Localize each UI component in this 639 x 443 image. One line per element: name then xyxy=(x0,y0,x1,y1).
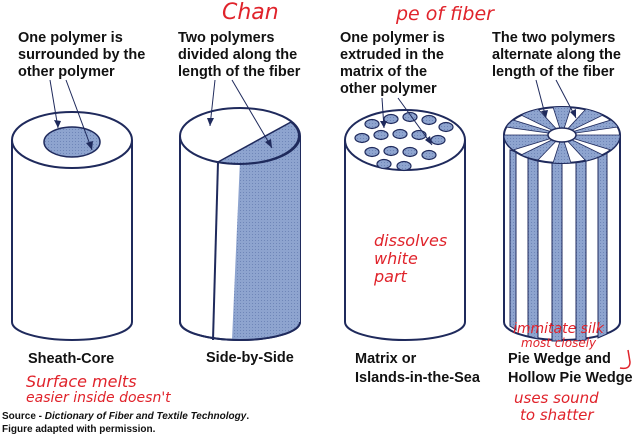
handwritten-surface-melts: Surface melts easier inside doesn't xyxy=(26,372,171,406)
side-by-side-cylinder xyxy=(179,79,301,341)
desc-pie-wedge: The two polymers alternate along the len… xyxy=(492,30,621,80)
label-pie-wedge: Pie Wedge and Hollow Pie Wedge xyxy=(508,351,633,386)
handwritten-dissolves: dissolves white part xyxy=(374,231,448,286)
label-sheath-core: Sheath-Core xyxy=(28,351,115,367)
matrix-cylinder xyxy=(344,97,466,341)
label-matrix: Matrix or Islands-in-the-Sea xyxy=(355,351,480,386)
pie-wedges xyxy=(503,106,621,164)
handwritten-chan: Chan xyxy=(222,0,279,25)
sheath-core-cylinder xyxy=(11,79,133,341)
desc-matrix: One polymer is extruded in the matrix of… xyxy=(340,30,445,97)
source-line-1: Source - Dictionary of Fiber and Textile… xyxy=(2,411,250,422)
island-fibers xyxy=(354,111,454,172)
pie-wedge-cylinder xyxy=(503,79,621,342)
desc-side-by-side: Two polymers divided along the length of… xyxy=(178,30,301,80)
label-side-by-side: Side-by-Side xyxy=(206,350,294,366)
desc-sheath-core: One polymer is surrounded by the other p… xyxy=(18,30,146,80)
source-line-2: Figure adapted with permission. xyxy=(2,424,156,435)
hollow-center xyxy=(547,127,577,143)
handwritten-uses-sound: uses sound to shatter xyxy=(514,389,599,424)
handwritten-pe-of-fiber: pe of fiber xyxy=(396,3,494,25)
source-credit: Source - Dictionary of Fiber and Textile… xyxy=(2,410,249,436)
handwritten-bracket xyxy=(619,349,631,370)
handwritten-imitate-silk: immitate silk most closely xyxy=(513,321,604,350)
